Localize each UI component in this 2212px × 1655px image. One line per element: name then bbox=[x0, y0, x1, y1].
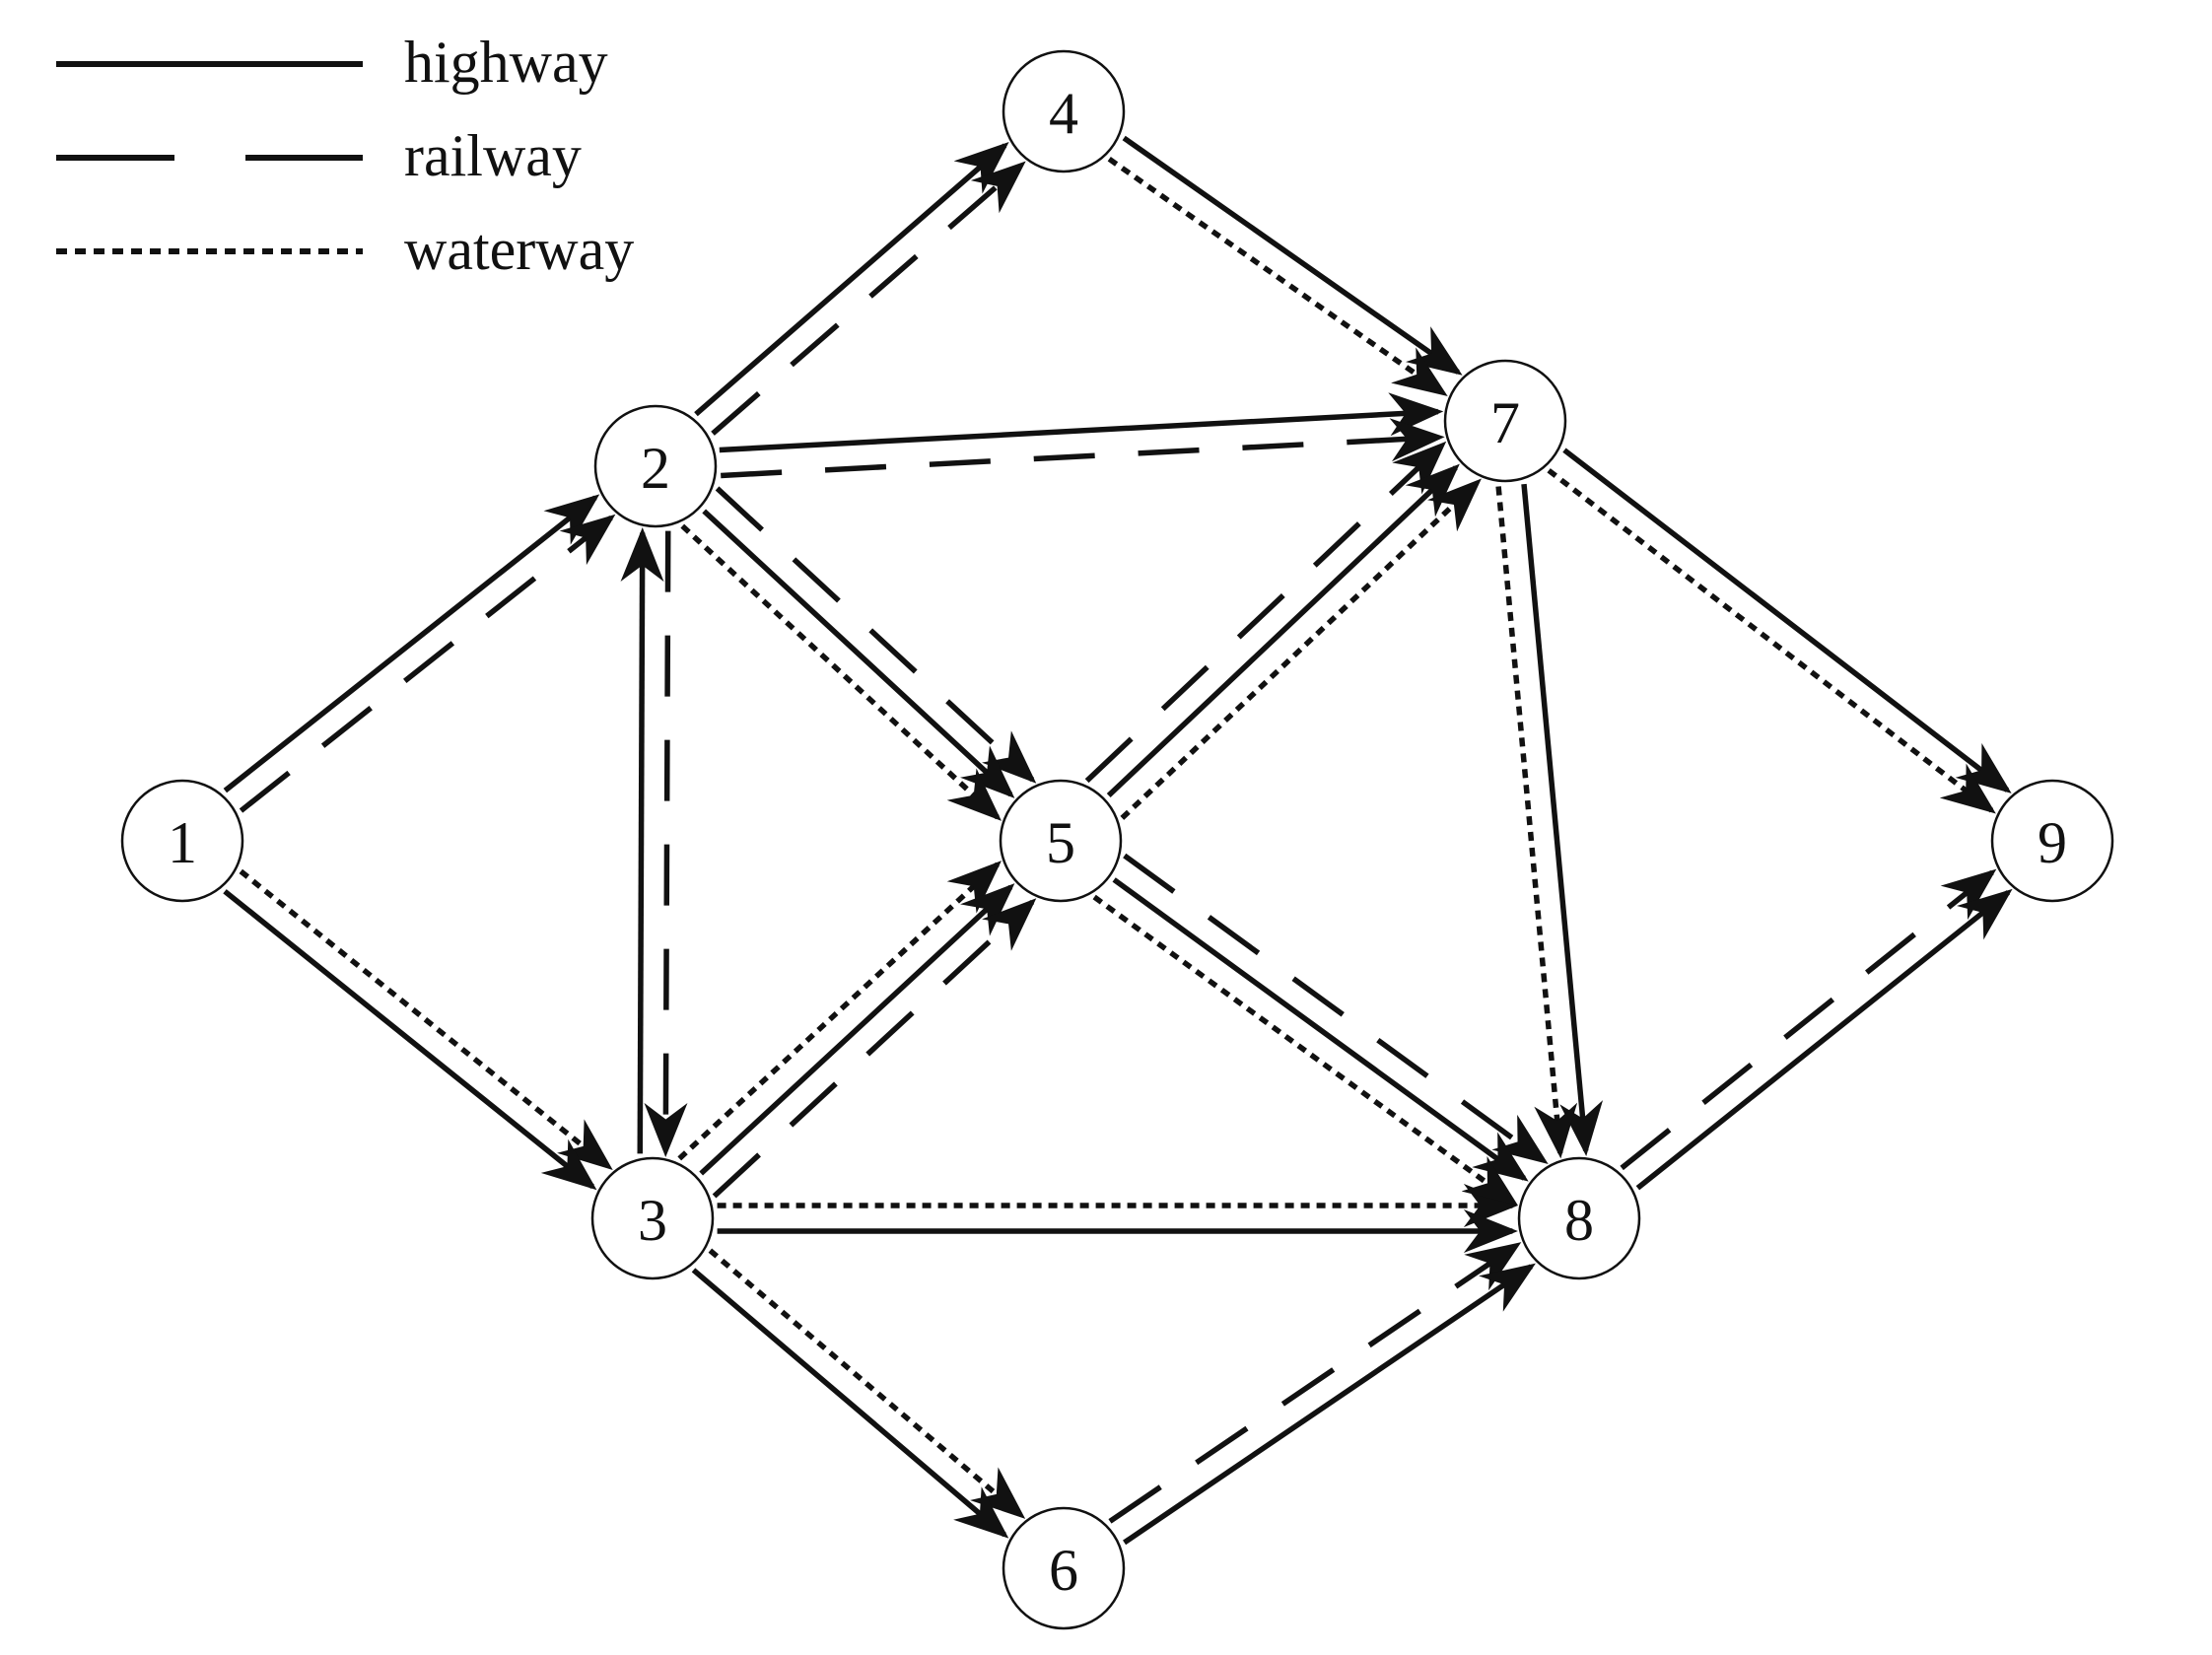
edge-railway-8-to-9 bbox=[1620, 868, 1997, 1171]
edge-railway-2-to-4 bbox=[711, 161, 1026, 436]
node-circle bbox=[120, 779, 244, 903]
node-label: 1 bbox=[168, 810, 197, 875]
node-1: 1 bbox=[120, 779, 244, 903]
edge-railway-5-to-7 bbox=[1084, 441, 1447, 784]
edge-highway-3-to-5 bbox=[699, 883, 1015, 1176]
node-label: 3 bbox=[638, 1188, 667, 1253]
node-5: 5 bbox=[999, 779, 1123, 903]
edge-railway-1-to-2 bbox=[239, 514, 616, 813]
node-9: 9 bbox=[1990, 779, 2114, 903]
edge-waterway-1-to-3 bbox=[239, 868, 613, 1170]
edge-highway-2-to-5 bbox=[702, 509, 1015, 798]
edge-highway-2-to-4 bbox=[694, 141, 1009, 417]
legend-label-waterway: waterway bbox=[404, 217, 634, 282]
node-label: 4 bbox=[1049, 81, 1078, 146]
edge-waterway-3-to-6 bbox=[708, 1248, 1026, 1519]
node-6: 6 bbox=[1002, 1506, 1126, 1630]
edge-waterway-7-to-8 bbox=[1495, 486, 1578, 1159]
node-label: 8 bbox=[1564, 1188, 1594, 1253]
node-circle bbox=[593, 404, 718, 528]
node-label: 7 bbox=[1490, 390, 1520, 455]
node-circle bbox=[590, 1156, 715, 1280]
node-4: 4 bbox=[1002, 49, 1126, 173]
node-circle bbox=[1002, 49, 1126, 173]
legend-label-highway: highway bbox=[404, 30, 608, 95]
legend-label-railway: railway bbox=[404, 123, 582, 188]
node-3: 3 bbox=[590, 1156, 715, 1280]
edge-highway-1-to-2 bbox=[223, 494, 600, 793]
edge-highway-1-to-3 bbox=[223, 889, 597, 1191]
legend: highway railway waterway bbox=[56, 30, 634, 282]
node-7: 7 bbox=[1443, 359, 1567, 483]
edge-highway-5-to-8 bbox=[1112, 877, 1529, 1182]
nodes: 1 2 3 4 5 6 7 8 9 bbox=[120, 49, 2114, 1630]
edges bbox=[223, 135, 2013, 1546]
edge-waterway-5-to-7 bbox=[1120, 478, 1482, 820]
node-circle bbox=[1002, 1506, 1126, 1630]
node-2: 2 bbox=[593, 404, 718, 528]
edge-highway-4-to-7 bbox=[1122, 135, 1463, 376]
node-label: 6 bbox=[1049, 1538, 1078, 1603]
node-circle bbox=[1990, 779, 2114, 903]
edge-railway-2-to-5 bbox=[715, 486, 1037, 784]
edge-railway-2-to-3 bbox=[644, 530, 688, 1157]
edge-railway-5-to-8 bbox=[1123, 853, 1549, 1165]
node-circle bbox=[1517, 1156, 1641, 1280]
edge-highway-3-to-2 bbox=[620, 527, 664, 1154]
edge-railway-3-to-5 bbox=[712, 898, 1037, 1199]
edge-railway-6-to-8 bbox=[1108, 1242, 1522, 1524]
node-label: 2 bbox=[641, 436, 670, 501]
node-8: 8 bbox=[1517, 1156, 1641, 1280]
edge-highway-8-to-9 bbox=[1635, 888, 2013, 1191]
edge-highway-7-to-8 bbox=[1521, 483, 1604, 1156]
edge-highway-2-to-7 bbox=[719, 392, 1444, 453]
edge-waterway-2-to-5 bbox=[680, 523, 1002, 821]
node-label: 5 bbox=[1046, 810, 1075, 875]
edge-waterway-4-to-7 bbox=[1107, 157, 1448, 397]
edge-waterway-3-to-5 bbox=[677, 861, 1002, 1161]
edge-railway-2-to-7 bbox=[721, 418, 1445, 479]
edge-highway-5-to-7 bbox=[1106, 463, 1460, 797]
edge-highway-3-to-6 bbox=[691, 1268, 1009, 1539]
node-label: 9 bbox=[2038, 810, 2067, 875]
edge-highway-7-to-9 bbox=[1562, 448, 2012, 793]
edge-highway-6-to-8 bbox=[1123, 1263, 1536, 1546]
edge-waterway-7-to-9 bbox=[1547, 468, 1996, 814]
node-circle bbox=[1443, 359, 1567, 483]
node-circle bbox=[999, 779, 1123, 903]
edge-waterway-5-to-8 bbox=[1092, 894, 1519, 1207]
